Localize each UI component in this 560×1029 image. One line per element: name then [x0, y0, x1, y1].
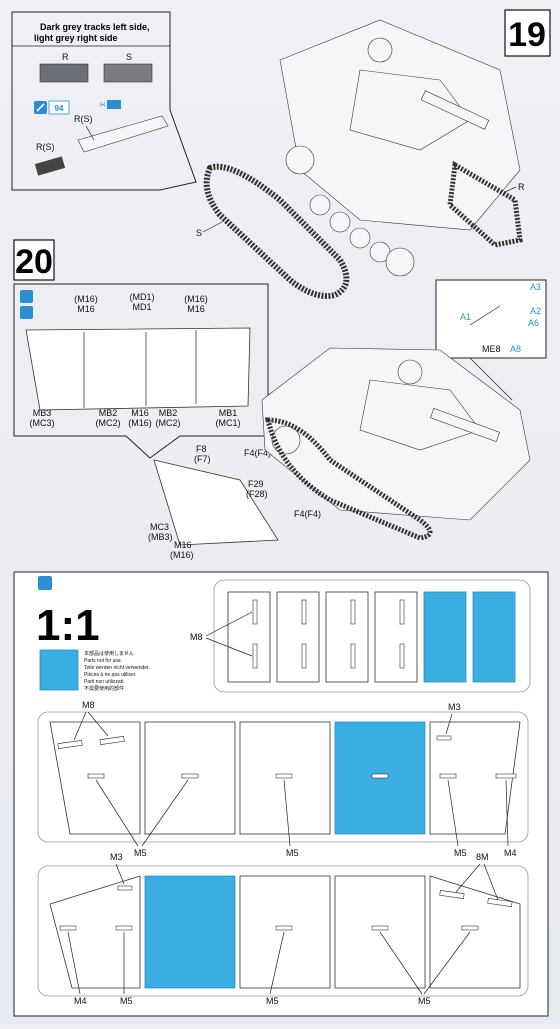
vehicle-hull-step20	[261, 347, 531, 541]
a3-label: A3	[530, 282, 541, 292]
step-20-box	[13, 239, 55, 281]
paint-brush-icon	[38, 576, 52, 590]
detail-inset	[435, 279, 547, 359]
step-20-number: 20	[15, 243, 53, 281]
m4-label: M4	[504, 848, 517, 858]
note-line: Teile werden nicht verwendet.	[84, 665, 150, 671]
a6-label: A6	[528, 318, 539, 328]
unused-part	[423, 591, 467, 683]
track-r-sample	[39, 63, 89, 83]
template-row-3: M3 8M M4 M5 M5 M5	[37, 852, 529, 1006]
f4-label: F4(F4)	[294, 509, 321, 519]
brush-stroke-icon	[36, 103, 45, 112]
f7-label: (F7)	[194, 454, 211, 464]
mc3-label: MC3	[150, 522, 169, 532]
f8-label: F8	[196, 444, 207, 454]
step-19-number: 19	[508, 16, 546, 54]
track-s-label: S	[126, 52, 132, 62]
m16-label: M16	[174, 540, 192, 550]
paint-code-box	[48, 100, 70, 115]
mc2-label: (MC2)	[96, 418, 121, 428]
m16-label: (M16)	[184, 294, 208, 304]
m8-label: M8	[190, 632, 203, 642]
unused-part	[144, 875, 236, 989]
track-rs-lower-label: R(S)	[36, 142, 55, 152]
step-19: 19 Dark grey tracks left side, light gre…	[11, 9, 551, 299]
f28-label: (F28)	[246, 489, 268, 499]
paint-code: 94	[55, 104, 64, 113]
track-r-pointer-label: R	[518, 182, 525, 192]
m5-label: M5	[418, 996, 431, 1006]
a1-label: A1	[460, 312, 471, 322]
paint-brush-icon	[20, 290, 33, 303]
track-rs-upper-label: R(S)	[74, 114, 93, 124]
template-row-1: M8	[190, 579, 531, 693]
m16-label: M16	[187, 304, 205, 314]
leader-line	[85, 125, 95, 141]
length-code: H	[100, 102, 105, 109]
track-color-note-line2: light grey right side	[34, 33, 118, 43]
m5-label: M5	[134, 848, 147, 858]
m4-label: M4	[74, 996, 87, 1006]
single-track-link	[34, 156, 66, 176]
m3-label: M3	[110, 852, 123, 862]
note-line: Parti non utilizzati.	[84, 679, 125, 685]
m16-label: (M16)	[170, 550, 194, 560]
side-skirt-panel	[25, 327, 251, 411]
mb2-label: MB2	[99, 408, 118, 418]
unused-parts-swatch	[39, 649, 79, 691]
mc3-label: (MC3)	[30, 418, 55, 428]
step-19-callout	[11, 11, 197, 191]
m8-label: M8	[82, 700, 95, 710]
step-19-box	[504, 9, 551, 57]
m16-label: M16	[131, 408, 149, 418]
mc2-label: (MC2)	[156, 418, 181, 428]
skirt-plate-exploded	[153, 459, 279, 546]
note-line: 不需要使用的部件	[84, 685, 124, 692]
length-code-swatch	[107, 100, 121, 109]
mb1-label: MB1	[219, 408, 238, 418]
step-20: 20 (M16) M16 (MD1) MD1 (M16) M16 MB3 (MC…	[13, 239, 547, 560]
a2-label: A2	[530, 306, 541, 316]
m16-label: (M16)	[74, 294, 98, 304]
m5-label: M5	[120, 996, 133, 1006]
f29-label: F29	[248, 479, 264, 489]
note-line: Parts not for use.	[84, 658, 122, 664]
m5-label: M5	[454, 848, 467, 858]
m16-label: M16	[77, 304, 95, 314]
left-track-loop	[203, 163, 350, 299]
track-r-label: R	[62, 52, 69, 62]
note-line: 本部品は使用しません	[84, 650, 134, 657]
track-link-strip	[77, 115, 169, 153]
me8-label: ME8	[482, 344, 501, 354]
track-s-pointer-label: S	[196, 228, 202, 238]
m16-label: (M16)	[128, 418, 152, 428]
unused-parts-note: 本部品は使用しません Parts not for use. Teile werd…	[84, 650, 150, 692]
md1-label: (MD1)	[130, 292, 155, 302]
md1-label: MD1	[132, 302, 151, 312]
vehicle-hull-step19	[279, 19, 523, 277]
panel-labels: (M16) M16 (MD1) MD1 (M16) M16 MB3 (MC3) …	[30, 292, 241, 428]
unused-part	[472, 591, 516, 683]
m5-label: M5	[266, 996, 279, 1006]
mb3-label: MB3	[33, 408, 52, 418]
a8-label: A8	[510, 344, 521, 354]
m8-label: 8M	[476, 852, 489, 862]
f4-label: F4(F4)	[244, 448, 271, 458]
template-row-2: M8 M3 M5 M5 M5 M4	[37, 700, 529, 858]
note-line: Pièces à ne pas utiliser.	[84, 672, 137, 678]
m5-label: M5	[286, 848, 299, 858]
track-s-sample	[103, 63, 153, 83]
m3-label: M3	[448, 702, 461, 712]
step-20-panel-callout	[13, 283, 269, 459]
template-section: 1:1 本部品は使用しません Parts not for use. Teile …	[13, 571, 549, 1017]
mc1-label: (MC1)	[216, 418, 241, 428]
glue-icon	[20, 306, 33, 319]
scale-label: 1:1	[36, 601, 100, 650]
track-color-note-line1: Dark grey tracks left side,	[40, 22, 150, 32]
mb3-label: (MB3)	[148, 532, 173, 542]
mb2-label: MB2	[159, 408, 178, 418]
